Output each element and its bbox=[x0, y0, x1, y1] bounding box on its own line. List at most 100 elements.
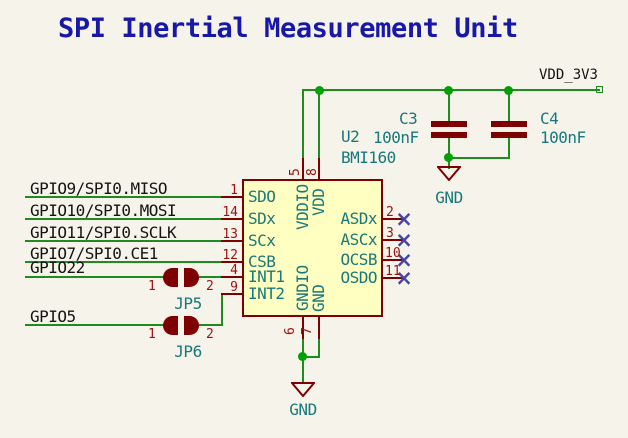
junction-dot bbox=[444, 153, 453, 162]
gnd-down-wire[interactable] bbox=[318, 338, 320, 358]
schematic-title[interactable]: SPI Inertial Measurement Unit bbox=[58, 13, 518, 44]
mosi-wire[interactable] bbox=[25, 218, 221, 220]
pin-gndio-stub bbox=[302, 316, 304, 339]
vdd-wire[interactable] bbox=[318, 90, 320, 160]
vdd-label-anchor bbox=[596, 86, 603, 93]
ce1-wire[interactable] bbox=[25, 261, 221, 263]
chip-value[interactable]: BMI160 bbox=[341, 148, 396, 167]
junction-dot bbox=[298, 352, 307, 361]
pin-number-11: 11 bbox=[385, 264, 401, 279]
net-label-ce1[interactable]: GPIO7/SPI0.CE1 bbox=[30, 244, 158, 263]
jumper-pad bbox=[184, 316, 199, 335]
pin-sdo-stub bbox=[221, 196, 242, 198]
pin-number-13: 13 bbox=[222, 227, 238, 242]
jp5-pin1-number: 1 bbox=[148, 279, 156, 294]
c4-top-wire[interactable] bbox=[508, 90, 510, 122]
pin-name-int2: INT2 bbox=[248, 284, 285, 303]
pin-vddio-stub bbox=[302, 158, 304, 180]
gnd-join-wire[interactable] bbox=[302, 356, 320, 358]
sclk-wire[interactable] bbox=[25, 240, 221, 242]
cap-gnd-join-wire[interactable] bbox=[448, 157, 509, 159]
jp6-pin2-number: 2 bbox=[206, 327, 214, 342]
chip-reference[interactable]: U2 bbox=[341, 127, 360, 146]
no-connect-icon[interactable]: × bbox=[395, 207, 413, 231]
junction-dot bbox=[444, 86, 453, 95]
pin-number-8: 8 bbox=[305, 168, 320, 176]
pin-name-sdo: SDO bbox=[248, 187, 276, 206]
pin-number-7: 7 bbox=[300, 327, 315, 335]
jumper-pad bbox=[163, 268, 178, 287]
pin-ascx-stub bbox=[381, 239, 403, 241]
gnd-symbol[interactable] bbox=[291, 382, 315, 397]
pin-number-6: 6 bbox=[283, 327, 298, 335]
pin-name-asdx: ASDx bbox=[340, 209, 377, 228]
net-label-gpio5[interactable]: GPIO5 bbox=[30, 307, 76, 326]
pin-name-ascx: ASCx bbox=[340, 230, 377, 249]
jp6-pin1-number: 1 bbox=[148, 327, 156, 342]
jp5-pin2-number: 2 bbox=[206, 279, 214, 294]
pin-number-1: 1 bbox=[230, 183, 238, 198]
pin-name-sdx: SDx bbox=[248, 209, 276, 228]
c3-top-wire[interactable] bbox=[448, 90, 450, 122]
pin-ocsb-stub bbox=[381, 259, 403, 261]
c3-reference[interactable]: C3 bbox=[399, 109, 418, 128]
net-label-gpio22[interactable]: GPIO22 bbox=[30, 258, 85, 277]
gpio5-wire[interactable] bbox=[25, 324, 164, 326]
junction-dot bbox=[504, 86, 513, 95]
c3-capacitor-plate[interactable] bbox=[431, 132, 467, 138]
pin-number-14: 14 bbox=[222, 205, 238, 220]
vddio-wire[interactable] bbox=[302, 90, 304, 160]
pin-vdd-stub bbox=[318, 158, 320, 180]
c3-capacitor-plate[interactable] bbox=[431, 121, 467, 127]
miso-wire[interactable] bbox=[25, 196, 221, 198]
net-label-mosi[interactable]: GPIO10/SPI0.MOSI bbox=[30, 201, 177, 220]
c4-bottom-wire[interactable] bbox=[508, 138, 510, 159]
gnd-symbol[interactable] bbox=[437, 166, 461, 181]
junction-dot bbox=[315, 86, 324, 95]
gnd-label: GND bbox=[435, 188, 463, 207]
jumper-pad bbox=[163, 316, 178, 335]
pin-int1-stub bbox=[221, 276, 242, 278]
jp6-to-elbow-wire[interactable] bbox=[198, 324, 223, 326]
int2-elbow-wire[interactable] bbox=[221, 293, 223, 326]
pin-number-2: 2 bbox=[386, 205, 394, 220]
c4-capacitor-plate[interactable] bbox=[491, 121, 527, 127]
pin-gnd-stub bbox=[318, 316, 320, 339]
c4-value[interactable]: 100nF bbox=[540, 128, 586, 147]
c4-reference[interactable]: C4 bbox=[540, 109, 559, 128]
jp6-reference[interactable]: JP6 bbox=[174, 342, 202, 361]
jp5-to-int1-wire[interactable] bbox=[198, 276, 222, 278]
pin-number-4: 4 bbox=[230, 263, 238, 278]
c3-value[interactable]: 100nF bbox=[373, 128, 419, 147]
pin-name-vdd: VDD bbox=[309, 188, 328, 216]
pin-number-12: 12 bbox=[222, 248, 238, 263]
pin-number-9: 9 bbox=[230, 280, 238, 295]
gpio22-wire[interactable] bbox=[25, 276, 164, 278]
no-connect-icon[interactable]: × bbox=[395, 248, 413, 272]
pin-name-gnd: GND bbox=[309, 284, 328, 312]
jp5-reference[interactable]: JP5 bbox=[174, 294, 202, 313]
gnd-label: GND bbox=[289, 400, 317, 419]
jp6-jumper[interactable] bbox=[163, 316, 199, 335]
net-label-miso[interactable]: GPIO9/SPI0.MISO bbox=[30, 179, 168, 198]
pin-osdo-stub bbox=[381, 277, 403, 279]
pin-name-int1: INT1 bbox=[248, 267, 285, 286]
pin-number-5: 5 bbox=[288, 168, 303, 176]
pin-asdx-stub bbox=[381, 218, 403, 220]
power-net-label[interactable]: VDD_3V3 bbox=[538, 67, 598, 83]
c4-capacitor-plate[interactable] bbox=[491, 132, 527, 138]
pin-name-csb: CSB bbox=[248, 252, 276, 271]
pin-name-scx: SCx bbox=[248, 231, 276, 250]
pin-name-ocsb: OCSB bbox=[340, 250, 377, 269]
pin-name-osdo: OSDO bbox=[340, 268, 377, 287]
pin-number-10: 10 bbox=[385, 246, 401, 261]
net-label-sclk[interactable]: GPIO11/SPI0.SCLK bbox=[30, 223, 177, 242]
no-connect-icon[interactable]: × bbox=[395, 266, 413, 290]
gndio-down-wire[interactable] bbox=[302, 338, 304, 384]
no-connect-icon[interactable]: × bbox=[395, 228, 413, 252]
bmi160-symbol[interactable] bbox=[242, 179, 383, 317]
pin-number-3: 3 bbox=[386, 226, 394, 241]
jp5-jumper[interactable] bbox=[163, 268, 199, 287]
pin-int2-stub bbox=[221, 293, 242, 295]
